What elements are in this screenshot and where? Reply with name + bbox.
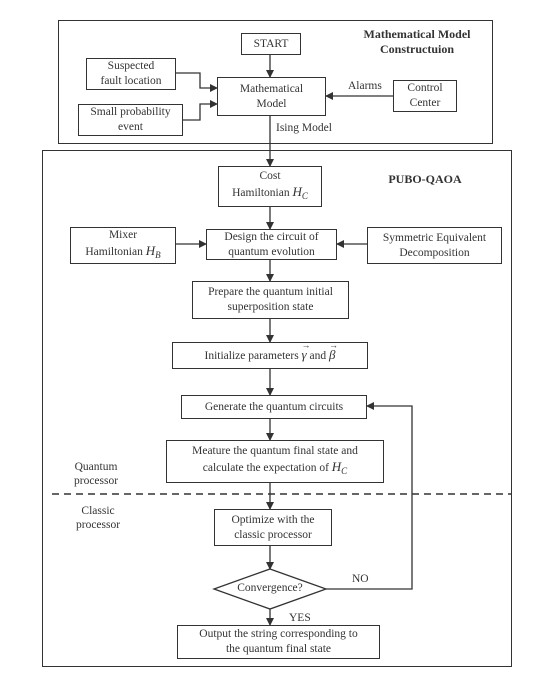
beta-vector-symbol: →β xyxy=(329,340,339,362)
alarms-label: Alarms xyxy=(348,80,382,92)
start-box: START xyxy=(241,33,301,55)
cost-hamiltonian-symbol: H xyxy=(292,184,302,199)
initialize-parameters-box: Initialize parameters →γ and →β xyxy=(172,340,368,369)
mixer-hamiltonian-symbol: H xyxy=(145,243,156,258)
arrow-suspected-to-model xyxy=(176,72,218,92)
pubo-qaoa-region xyxy=(42,150,512,667)
model-construction-title: Mathematical Model Constructuion xyxy=(363,27,471,56)
arrow-convergence-no xyxy=(326,402,413,590)
gamma-vector-symbol: →γ xyxy=(301,340,311,362)
model-construction-region xyxy=(58,20,493,144)
classic-processor-label: Classic processor xyxy=(76,505,121,531)
quantum-processor-label: Quantum processor xyxy=(74,461,119,487)
yes-label: YES xyxy=(289,612,311,624)
ising-model-label: Ising Model xyxy=(276,122,332,134)
pubo-qaoa-title: PUBO-QAOA xyxy=(388,172,462,186)
arrow-smallprob-to-model xyxy=(183,100,218,121)
measure-hamiltonian-symbol: H xyxy=(331,459,342,474)
convergence-label: Convergence? xyxy=(237,582,303,594)
no-label: NO xyxy=(352,573,369,585)
mixer-hamiltonian-box: Mixer Hamiltonian HB xyxy=(70,227,176,264)
measure-state-box: Meature the quantum final state and calc… xyxy=(166,440,384,483)
convergence-diamond xyxy=(212,568,328,610)
generate-circuits-box: Generate the quantum circuits xyxy=(181,395,367,419)
cost-hamiltonian-box: Cost Hamiltonian HC xyxy=(218,166,322,207)
